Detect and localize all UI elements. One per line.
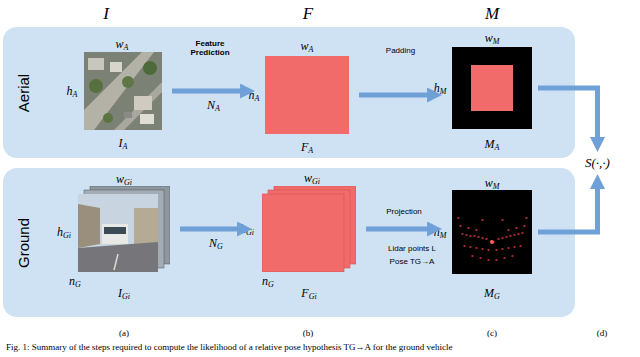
edge-label: NG: [209, 236, 223, 251]
text-holder: Feature Prediction: [183, 39, 237, 57]
text-holder: nG: [262, 274, 274, 289]
dimension-label: hGi: [57, 225, 71, 240]
text-holder: NG: [209, 236, 223, 251]
text-holder: IA: [119, 136, 128, 151]
ground-images: IGi: [78, 186, 170, 272]
panel-letter: (a): [119, 328, 129, 338]
figure-caption: Fig. 1: Summary of the steps required to…: [6, 342, 453, 352]
text-holder: wGi: [304, 171, 320, 186]
edge-label: Projection: [386, 207, 422, 216]
node-name: MG: [484, 286, 500, 301]
node-name: IA: [119, 136, 128, 151]
dimension-label: nG: [262, 274, 274, 289]
flow-arrow: [180, 227, 242, 232]
text-holder: hA: [67, 84, 78, 99]
text-holder: (d): [597, 328, 608, 338]
dimension-label: wGi: [304, 171, 320, 186]
dimension-label: hA: [67, 84, 78, 99]
lidar-projection: [452, 190, 532, 274]
text-holder: MG: [484, 286, 500, 301]
node-name: FGi: [301, 286, 316, 301]
feature-maps: FGi: [262, 186, 356, 272]
dimension-label: wA: [116, 37, 129, 52]
aerial-image: IA: [84, 52, 162, 130]
feature-map-stack: [262, 186, 356, 272]
node-name: IGi: [118, 286, 130, 301]
flow-arrow: [366, 227, 432, 232]
text-holder: (b): [303, 328, 314, 338]
feature-map-fill: [265, 56, 349, 134]
text-holder: wM: [485, 176, 500, 191]
text-holder: FGi: [301, 286, 316, 301]
step-label: Feature Prediction: [183, 39, 237, 57]
text-holder: I: [103, 4, 109, 24]
text-holder: FA: [301, 140, 313, 155]
text-holder: F: [303, 4, 313, 24]
text-holder: (a): [119, 328, 129, 338]
text-holder: hA: [249, 88, 260, 103]
dimension-label: hM: [434, 81, 447, 96]
text-holder: MA: [485, 137, 500, 152]
text-holder: wA: [301, 39, 314, 54]
panel-letter: (d): [597, 328, 608, 338]
column-header: M: [485, 4, 499, 24]
dimension-label: hGi: [240, 222, 254, 237]
score-function: S(·,·): [582, 155, 613, 171]
text-holder: hGi: [57, 225, 71, 240]
text-holder: (c): [487, 328, 497, 338]
text-holder: wA: [116, 37, 129, 52]
flow-arrow: [172, 89, 245, 94]
text-holder: hM: [434, 225, 447, 240]
function-label: S(·,·): [585, 155, 610, 171]
padded-map: MA: [452, 47, 532, 129]
text-holder: wM: [485, 31, 500, 46]
text-holder: Pose TG→A: [390, 257, 435, 266]
band-title: Aerial: [15, 73, 32, 111]
input-label: Pose TG→A: [390, 257, 435, 266]
dimension-label: wM: [485, 31, 500, 46]
text-holder: Lidar points L: [388, 244, 436, 253]
padded-map-fill: [452, 47, 532, 129]
node-name: MA: [485, 137, 500, 152]
text-holder: Ground: [15, 217, 32, 267]
dimension-label: wGi: [116, 172, 132, 187]
dimension-label: hM: [434, 225, 447, 240]
panel-letter: (c): [487, 328, 497, 338]
dimension-label: hA: [249, 88, 260, 103]
text-holder: Padding: [386, 46, 415, 55]
column-header: I: [103, 4, 109, 24]
panel-letter: (b): [303, 328, 314, 338]
text-holder: hGi: [240, 222, 254, 237]
text-holder: Fig. 1: Summary of the steps required to…: [6, 342, 453, 352]
text-holder: M: [485, 4, 499, 24]
node-name: FA: [301, 140, 313, 155]
dimension-label: nG: [69, 274, 81, 289]
flow-arrow: [359, 93, 432, 98]
dimension-label: wA: [301, 39, 314, 54]
edge-label: NA: [207, 98, 220, 113]
input-label: Lidar points L: [388, 244, 436, 253]
text-holder: nG: [69, 274, 81, 289]
text-holder: Projection: [386, 207, 422, 216]
ground-photo-stack: [78, 186, 170, 272]
text-holder: NA: [207, 98, 220, 113]
dimension-label: wM: [485, 176, 500, 191]
text-holder: Aerial: [15, 73, 32, 111]
text-holder: hM: [434, 81, 447, 96]
column-header: F: [303, 4, 313, 24]
feature-map: FA: [265, 56, 349, 134]
band-title: Ground: [15, 217, 32, 267]
projected-map: MG: [452, 190, 532, 274]
edge-label: Padding: [386, 46, 415, 55]
band-panel: Ground IGi FGi MG: [3, 168, 575, 317]
band-panel: Aerial IA FA MA: [3, 27, 575, 158]
text-holder: wGi: [116, 172, 132, 187]
text-holder: IGi: [118, 286, 130, 301]
aerial-photo: [84, 52, 162, 130]
